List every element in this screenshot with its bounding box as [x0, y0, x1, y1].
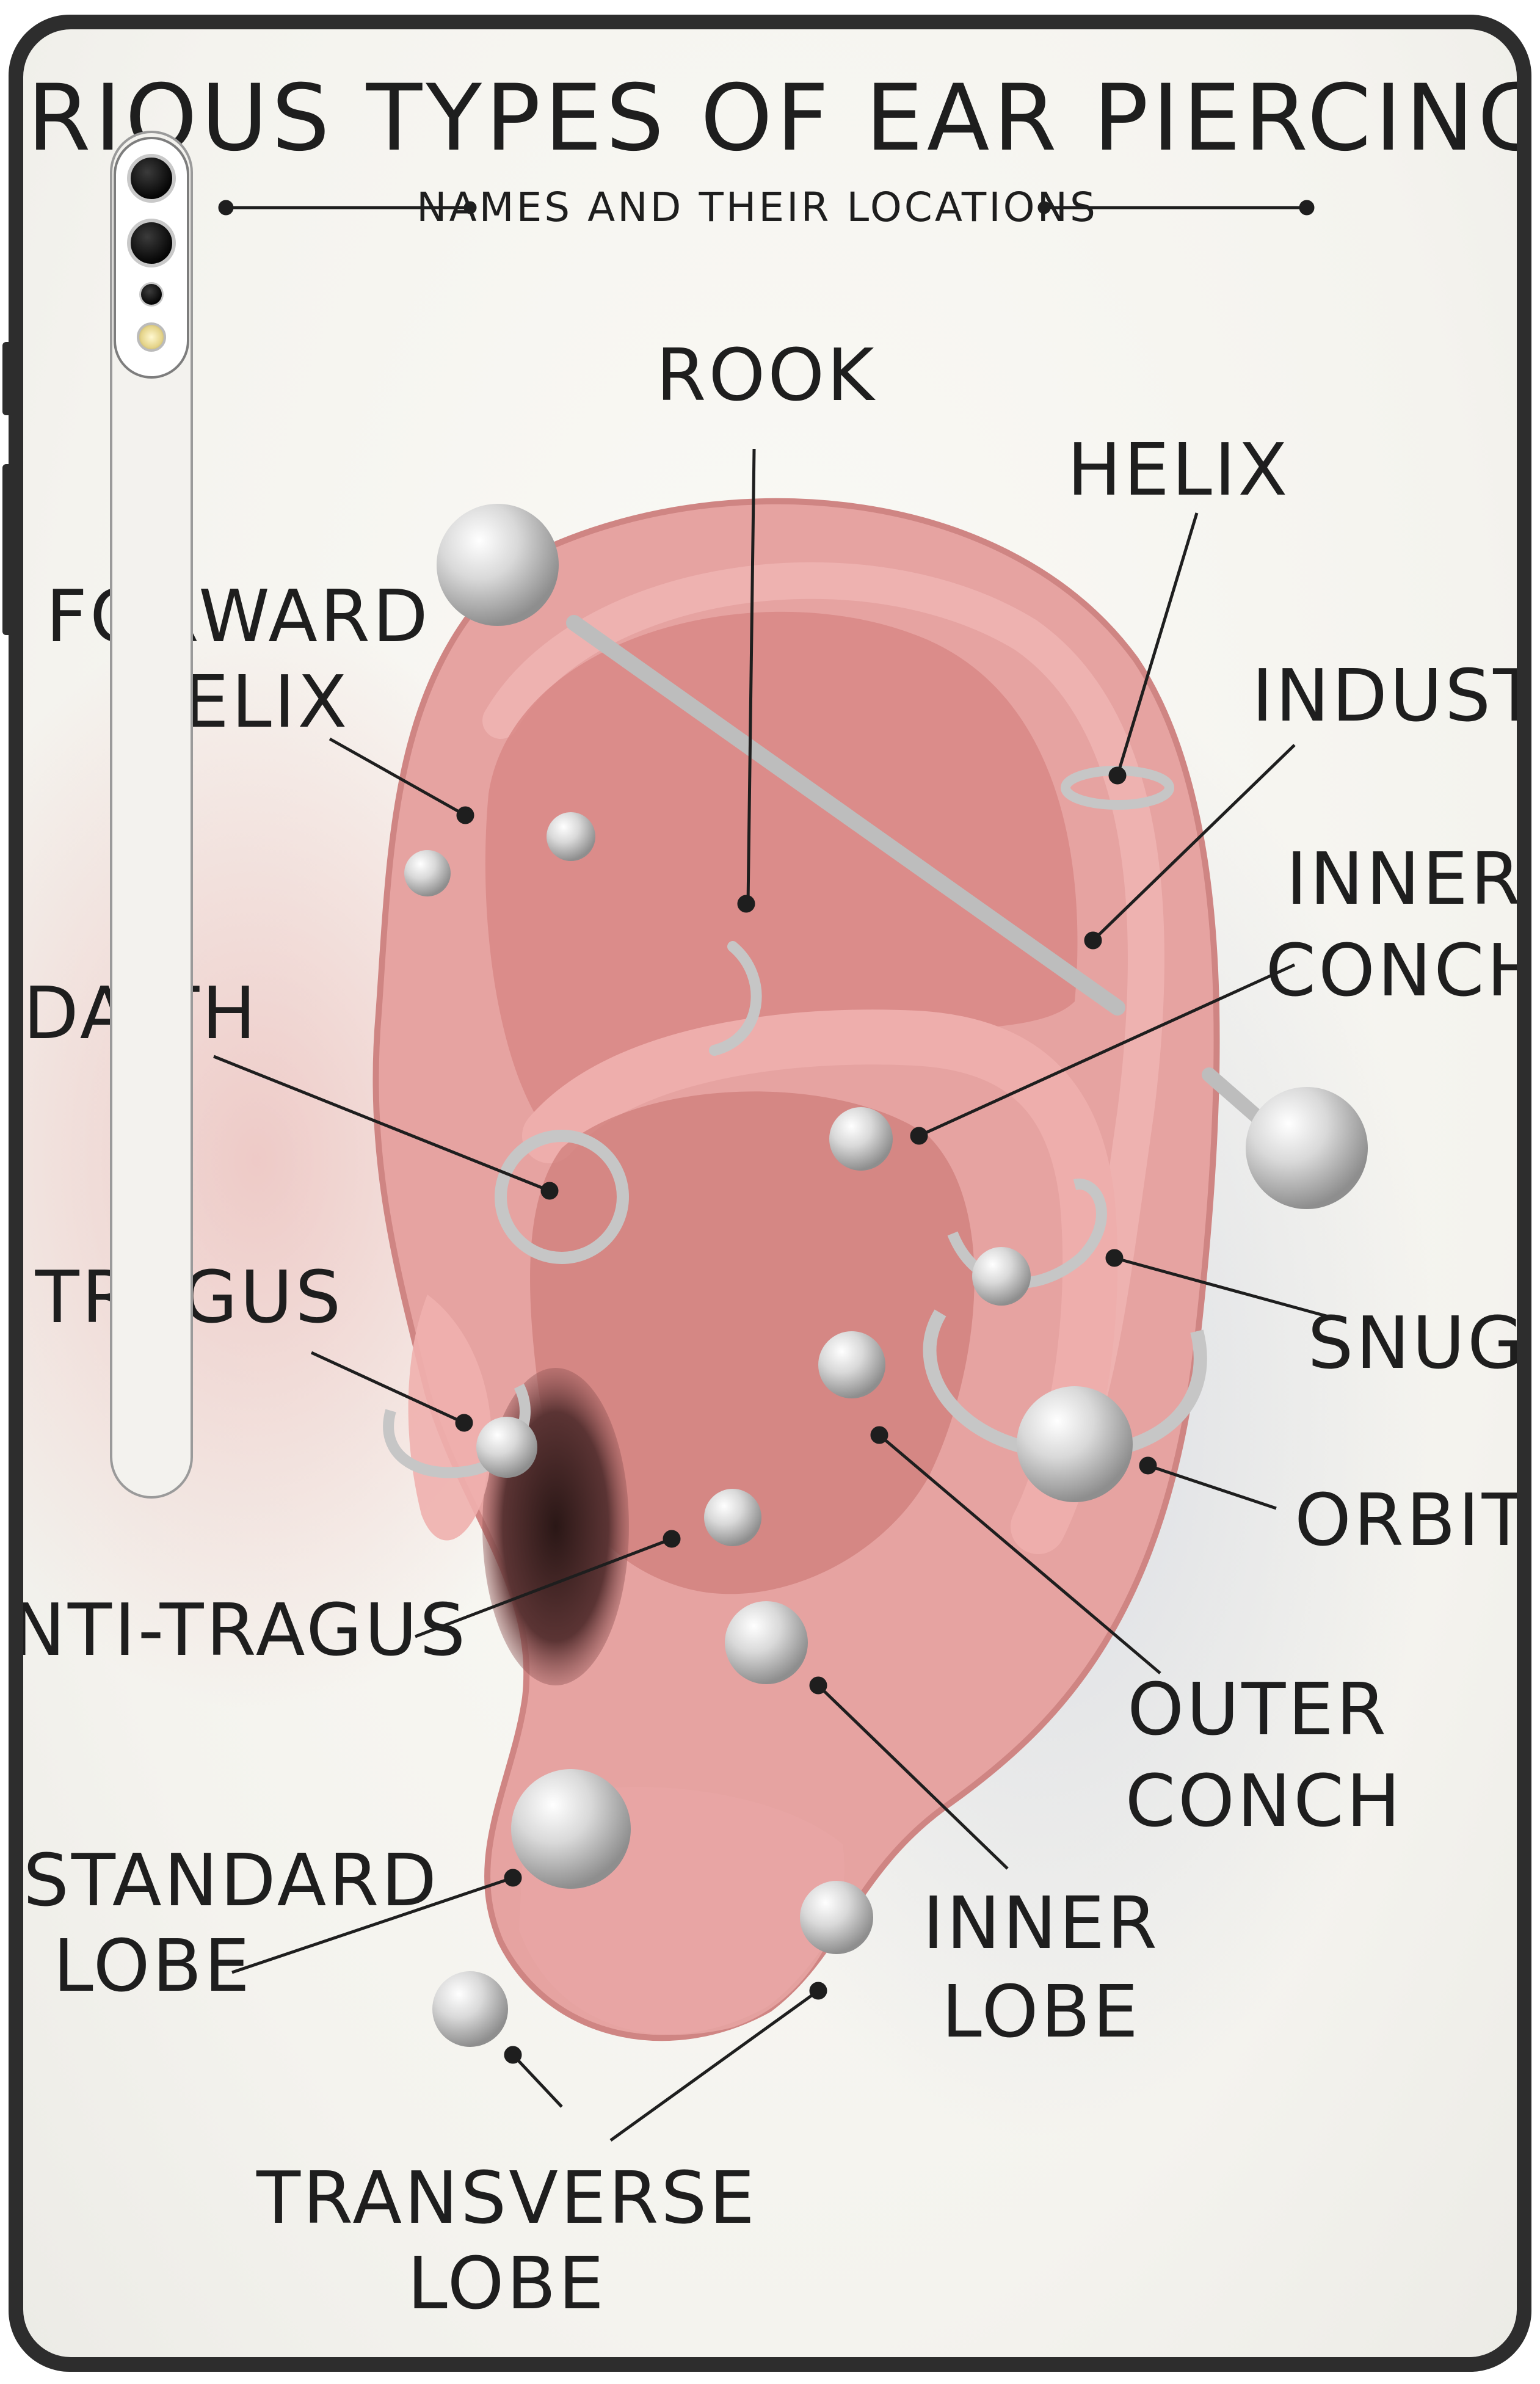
standard-lobe-stud — [511, 1769, 631, 1889]
label-rook: ROOK — [656, 333, 876, 417]
label-orbital: ORBITAL — [1295, 1478, 1517, 1562]
label-inner-conch-line1: INNER — [1286, 837, 1517, 921]
sensor-icon — [139, 282, 164, 307]
upper-concha — [485, 611, 1078, 1136]
label-transverse-lobe-line1: TRANSVERSE — [256, 2156, 757, 2240]
antihelix — [522, 1009, 1118, 1554]
industrial-top-ball — [437, 504, 559, 626]
transverse-lobe-ball-2 — [800, 1881, 873, 1954]
forward-helix-stud-2 — [547, 812, 595, 861]
tragus-ball — [476, 1417, 537, 1478]
flash-icon — [137, 322, 166, 352]
camera-module — [114, 137, 189, 379]
label-anti-tragus: ANTI-TRAGUS — [23, 1588, 468, 1672]
transverse-lobe-ball-1 — [432, 1971, 508, 2047]
camera-lens-icon — [127, 219, 176, 267]
label-inner-lobe-line1: INNER — [923, 1881, 1160, 1965]
daith-ring — [495, 1130, 629, 1264]
label-transverse-lobe-line2: LOBE — [407, 2241, 606, 2325]
snug-ball — [972, 1247, 1031, 1306]
tablet-skin-artwork: VARIOUS TYPES OF EAR PIERCINGS NAMES AND… — [23, 29, 1517, 2357]
ear-illustration: VARIOUS TYPES OF EAR PIERCINGS NAMES AND… — [23, 65, 1517, 2325]
tragus-ring — [383, 1383, 531, 1478]
label-helix: HELIX — [1067, 427, 1290, 512]
outer-conch-stud — [818, 1331, 885, 1398]
label-industrial: INDUSTRIA — [1252, 653, 1517, 738]
inner-conch-stud — [829, 1107, 893, 1171]
label-standard-lobe-line2: LOBE — [53, 1924, 252, 2008]
label-standard-lobe-line1: STANDARD — [23, 1838, 439, 1922]
label-forward-helix-line1: FORWARD — [46, 574, 430, 658]
label-outer-conch-line1: OUTER — [1127, 1667, 1389, 1751]
rook-ring — [709, 941, 762, 1056]
label-outer-conch-line2: CONCH — [1125, 1759, 1403, 1843]
label-snug: SNUG — [1308, 1301, 1517, 1385]
anti-tragus-stud-2 — [725, 1601, 808, 1684]
label-inner-lobe-line2: LOBE — [942, 1969, 1141, 2054]
anti-tragus-stud — [704, 1489, 761, 1546]
forward-helix-stud-1 — [404, 850, 451, 896]
industrial-bar-end — [1202, 1067, 1265, 1125]
industrial-bar — [566, 615, 1125, 1016]
page-title: VARIOUS TYPES OF EAR PIERCINGS — [23, 65, 1517, 172]
industrial-bottom-ball — [1246, 1087, 1368, 1209]
volume-button — [2, 342, 12, 415]
camera-lens-icon — [127, 154, 176, 203]
page-subtitle: NAMES AND THEIR LOCATIONS — [416, 184, 1098, 231]
label-inner-conch-line2: CONCH — [1266, 928, 1517, 1012]
ear-canal — [482, 1368, 629, 1685]
lower-concha — [530, 1091, 975, 1594]
leader-lines — [213, 200, 1338, 2142]
power-button — [2, 464, 12, 635]
orbital-ball — [1017, 1386, 1133, 1502]
